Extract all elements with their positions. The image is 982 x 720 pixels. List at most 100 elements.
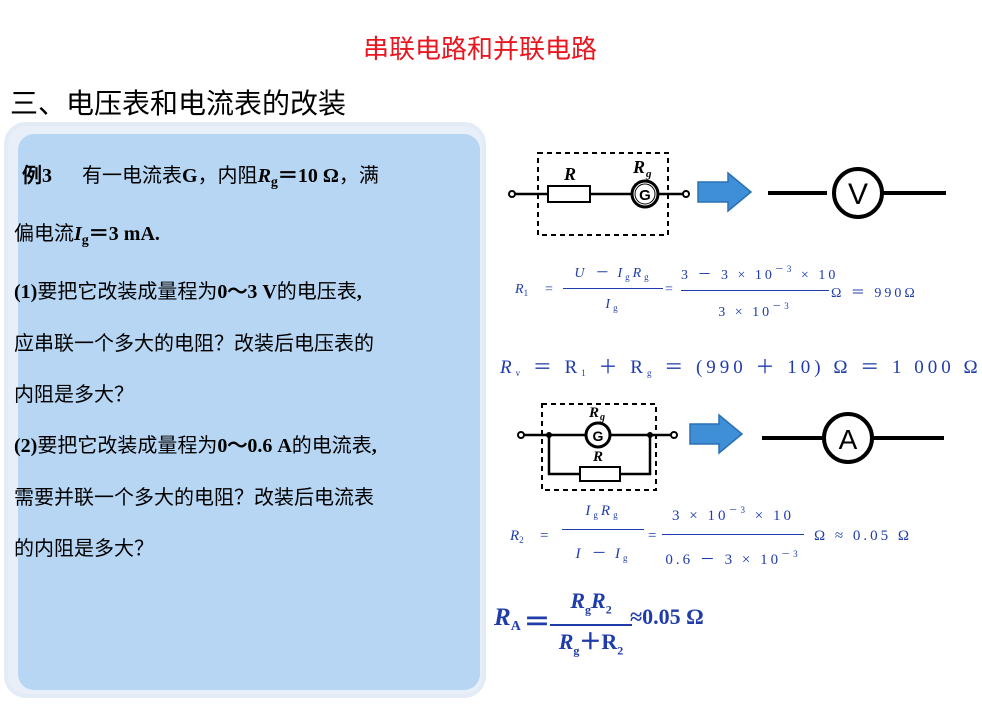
var: R — [500, 357, 516, 378]
fraction-2: 3 － 3 × 10－3 × 10 3 × 10－3 — [681, 262, 835, 321]
var: R — [515, 282, 524, 297]
galvanometer-label: G — [639, 187, 651, 204]
terminal — [508, 190, 516, 198]
section-title: 三、电压表和电流表的改装 — [10, 87, 347, 120]
galvanometer-ring — [634, 183, 656, 205]
numerator-tail: × 10 — [800, 268, 839, 283]
denominator: 0.6 － 3 × 10 — [665, 552, 782, 568]
text-fragment: 要把它改装成量程为 — [37, 433, 218, 457]
problem-line-5: 内阻是多大？ — [14, 382, 134, 406]
page-title: 串联电路和并联电路 — [362, 35, 597, 65]
equals-sign: ＝ — [524, 608, 551, 637]
current-range: 0～0.6 A — [217, 435, 292, 457]
equals-sign: = — [540, 528, 549, 544]
equals-sign: = — [665, 282, 673, 297]
problem-line-8: 的内阻是多大？ — [14, 536, 154, 560]
equals-sign: = — [648, 528, 657, 544]
subscript: A — [510, 619, 521, 634]
text-fragment: 要把它改装成量程为 — [37, 279, 218, 303]
wire — [547, 435, 580, 476]
example-label: 例3 — [22, 165, 52, 187]
punctuation: , — [356, 281, 362, 303]
subscript: g — [644, 272, 652, 282]
eq-fragment: ＝ (990 ＋ 10) Ω ＝ 1 000 Ω — [664, 357, 982, 378]
var: R — [494, 604, 511, 631]
result: Ω ≈ 0.05 Ω — [814, 528, 913, 544]
equation-r2: R2 = IgRg I － Ig = 3 × 10－3 × 10 0.6 － 3… — [510, 503, 940, 575]
text-fragment: ，满 — [338, 163, 379, 187]
value-ig: ＝3 mA. — [88, 223, 160, 245]
subscript: g — [625, 272, 633, 282]
problem-line-2: 偏电流Ig＝3 mA. — [14, 208, 474, 266]
problem-line-6: (2)要把它改装成量程为0～0.6 A的电流表, — [14, 420, 474, 472]
text-fragment: 偏电流 — [14, 221, 74, 245]
text-fragment: ，内阻 — [197, 163, 258, 187]
var: R — [570, 588, 585, 613]
subscript: g — [613, 303, 621, 313]
equation-r1: R1 = U － IgRg Ig = 3 － 3 × 10－3 × 10 3 ×… — [515, 262, 935, 324]
var: R — [591, 588, 606, 613]
meter-symbol: G — [182, 165, 198, 187]
ammeter-circuit: G R g R A — [517, 403, 944, 491]
punctuation: , — [371, 435, 377, 457]
arrow-right-icon — [689, 413, 744, 455]
numerator: 3 － 3 × 10 — [681, 268, 775, 283]
numerator: I — [585, 503, 594, 519]
exponent: －3 — [781, 549, 801, 559]
equation-ra: RA ＝ RgR2 Rg＋R2 ≈0.05 Ω — [494, 588, 744, 658]
subscript: g — [613, 510, 621, 520]
exponent: －3 — [772, 301, 792, 311]
galvanometer-rg-sub: g — [645, 168, 652, 180]
eq-fragment: ＝ R — [532, 357, 582, 378]
subscript: g — [81, 233, 89, 248]
numerator: 3 × 10 — [672, 508, 729, 524]
subscript: g — [646, 368, 656, 378]
text-fragment: 有一电流表 — [82, 163, 182, 187]
text-fragment: 的电流表 — [291, 433, 372, 457]
problem-line-4: 应串联一个多大的电阻？改装后电压表的 — [14, 331, 374, 355]
subscript: v — [515, 368, 525, 378]
text-fragment: 的电压表 — [276, 279, 357, 303]
denominator: I — [605, 297, 614, 312]
numerator: U － I — [574, 266, 626, 281]
subscript: 1 — [581, 368, 590, 378]
voltage-range: 0～3 V — [217, 281, 277, 303]
result: Ω ＝ 990Ω — [831, 286, 918, 301]
var: R — [510, 528, 520, 544]
dashed-box — [541, 403, 657, 491]
numerator-tail: × 10 — [754, 508, 794, 524]
subscript: g — [585, 602, 591, 617]
shunt-r-label: R — [592, 449, 603, 465]
subscript: g — [593, 510, 601, 520]
shunt-resistor — [579, 466, 621, 482]
voltmeter-label: V — [848, 178, 868, 211]
resistor-r-label: R — [563, 164, 576, 184]
terminal — [682, 190, 690, 198]
var: R — [600, 503, 614, 519]
value-rg: ＝10 Ω — [277, 165, 339, 187]
subscript: 2 — [605, 602, 612, 617]
eq-fragment: ＋ R — [598, 357, 647, 378]
ammeter-label: A — [839, 424, 858, 455]
arrow-right-icon — [697, 171, 753, 213]
var: R — [558, 629, 574, 655]
part-number: (1) — [14, 281, 38, 303]
part-number: (2) — [14, 435, 38, 457]
equals-sign: = — [545, 282, 553, 297]
var-r: R — [257, 165, 271, 187]
fraction-1: U － IgRg Ig — [563, 262, 663, 313]
subscript: g — [623, 553, 631, 563]
exponent: －3 — [728, 505, 748, 515]
voltmeter-circuit: G R R g V — [508, 152, 946, 236]
denominator-plus: ＋R — [579, 629, 618, 655]
galvanometer-rg-label: R — [632, 157, 645, 177]
terminal — [670, 431, 678, 439]
var-i: I — [74, 223, 82, 245]
wire — [620, 435, 652, 476]
subscript: g — [573, 643, 580, 658]
equation-rv: Rv ＝ R1 ＋ Rg ＝ (990 ＋ 10) Ω ＝ 1 000 Ω — [500, 352, 982, 379]
terminal — [517, 431, 525, 439]
problem-panel-inner — [18, 134, 480, 690]
